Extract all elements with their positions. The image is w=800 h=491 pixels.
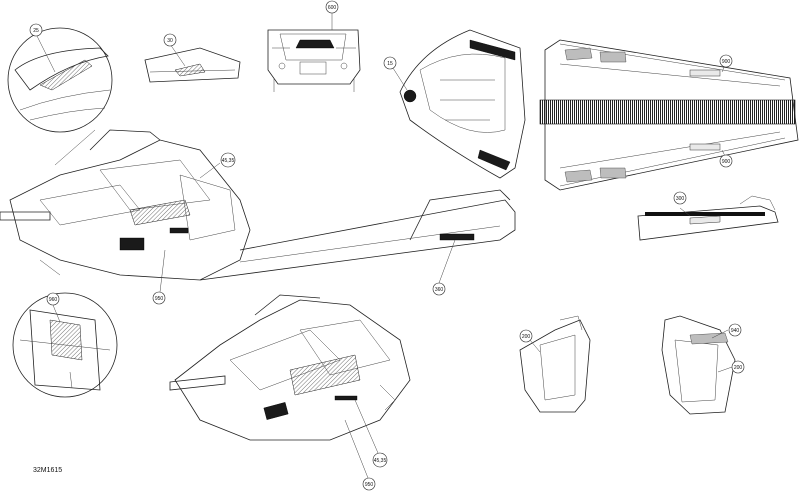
callout-main-45-35: 45,35: [222, 158, 235, 164]
callout-25: 25: [33, 28, 39, 34]
side-panel-left: 200: [519, 315, 591, 413]
detail-view-top-left: 25: [7, 23, 113, 166]
front-view: 600: [267, 0, 361, 92]
callout-main-950: 950: [155, 296, 164, 302]
callout-30: 30: [167, 38, 173, 44]
callout-300: 300: [676, 196, 685, 202]
callout-900-lower: 900: [722, 159, 731, 165]
callout-960: 960: [49, 297, 58, 303]
side-panel-right: 940 200: [661, 315, 745, 415]
callout-panel-right-200: 200: [734, 365, 743, 371]
figure-reference: 32M1615: [33, 467, 62, 474]
callout-iso-45-35: 45,35: [374, 458, 387, 464]
callout-panel-left-200: 200: [522, 334, 531, 340]
callout-panel-right-940: 940: [731, 328, 740, 334]
callout-15: 15: [387, 61, 393, 67]
detail-side-panel: 30: [144, 33, 241, 83]
isometric-sled-view: 45,35 950: [169, 294, 411, 491]
main-sled-side-view: 45,35 950 360: [0, 129, 516, 305]
callout-main-360: 360: [435, 287, 444, 293]
callout-iso-950: 950: [365, 482, 374, 488]
tunnel-side-view: 300: [637, 191, 779, 241]
callout-600: 600: [328, 5, 337, 11]
detail-view-lower-left: 960: [12, 292, 118, 398]
tunnel-top-view: 900 900: [539, 39, 799, 191]
callout-900-upper: 900: [722, 59, 731, 65]
hood-top-view: 15: [383, 29, 526, 179]
